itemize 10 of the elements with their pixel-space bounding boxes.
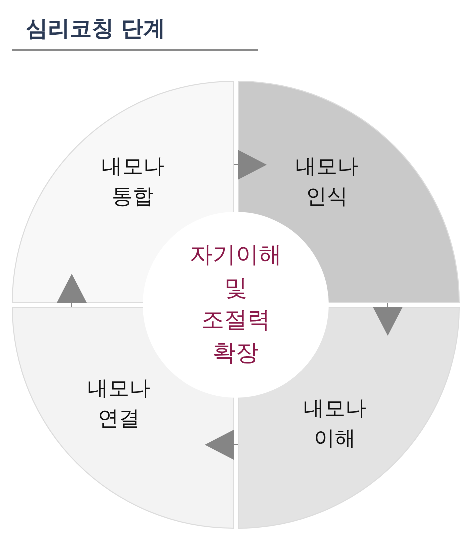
segment-label: 내모나 인식 xyxy=(296,154,358,211)
flow-arrow xyxy=(205,430,238,460)
flow-arrow xyxy=(234,150,267,180)
segment-label: 내모나 연결 xyxy=(88,376,150,433)
diagram-title: 심리코칭 단계 xyxy=(26,16,166,44)
segment-label: 내모나 이해 xyxy=(304,396,366,453)
flow-arrow xyxy=(373,302,403,336)
segment-label: 내모나 통합 xyxy=(102,154,164,211)
flow-arrow xyxy=(57,274,87,308)
center-text: 자기이해 및 조절력 확장 xyxy=(190,242,282,369)
